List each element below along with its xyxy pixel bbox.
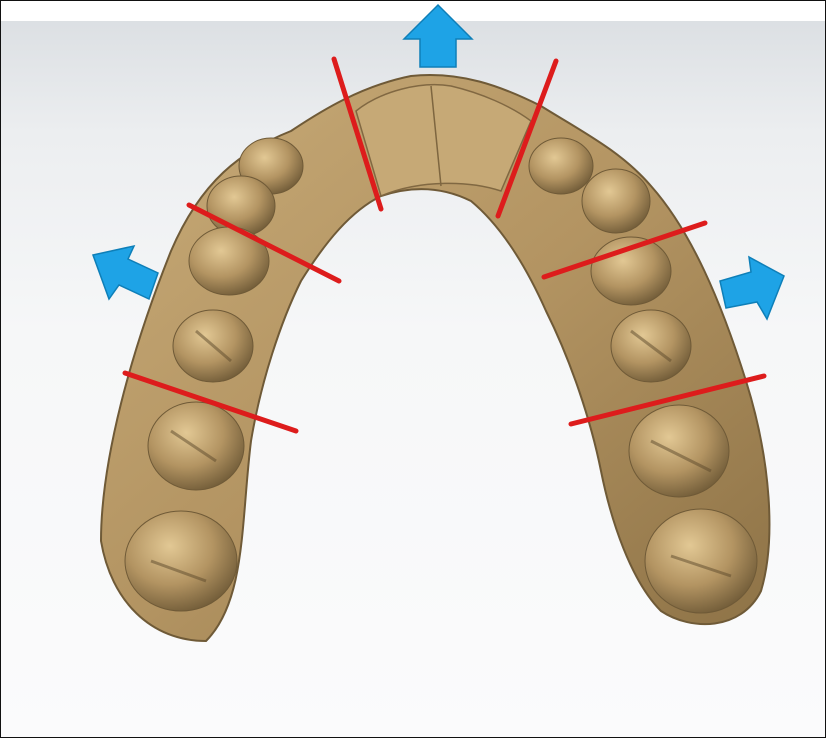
tooth — [125, 511, 237, 611]
arrow-left-icon[interactable] — [93, 246, 158, 299]
dental-arch-model[interactable] — [101, 75, 769, 641]
arrow-right-icon[interactable] — [720, 257, 784, 319]
tooth — [645, 509, 757, 613]
arrow-up-icon[interactable] — [404, 5, 472, 67]
tooth — [207, 176, 275, 236]
tooth — [582, 169, 650, 233]
tooth — [529, 138, 593, 194]
tooth — [629, 405, 729, 497]
